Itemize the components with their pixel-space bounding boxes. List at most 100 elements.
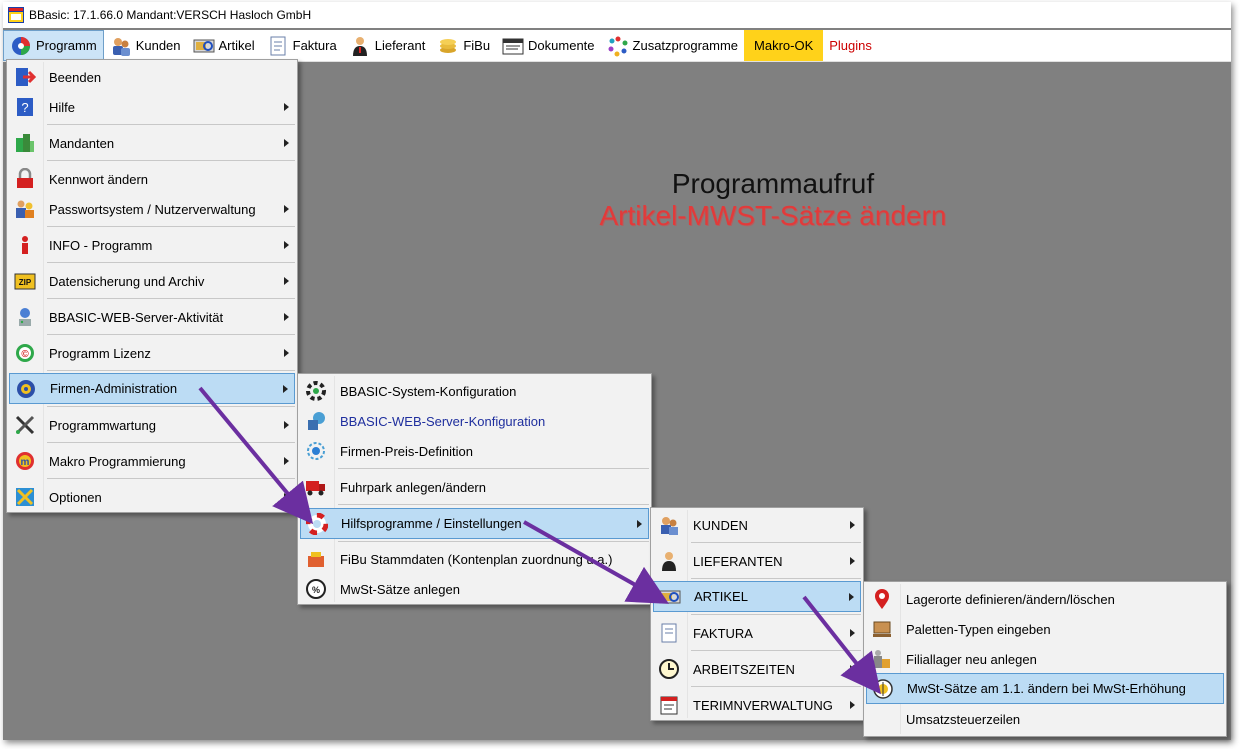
menu-faktura[interactable]: Faktura bbox=[261, 30, 343, 61]
menu-separator bbox=[691, 578, 861, 579]
menu-item-hilfsprogramme[interactable]: Hilfsprogramme / Einstellungen bbox=[300, 508, 649, 539]
fibu-data-icon bbox=[304, 547, 328, 571]
menu-item-hilfs-terminverwaltung[interactable]: TERIMNVERWALTUNG bbox=[653, 690, 861, 720]
menu-dokumente[interactable]: Dokumente bbox=[496, 30, 600, 61]
menu-item-label: Datensicherung und Archiv bbox=[49, 273, 205, 289]
menu-item-preis-definition[interactable]: Firmen-Preis-Definition bbox=[300, 436, 649, 466]
warehouse-icon bbox=[870, 647, 894, 671]
menu-item-label: Programmwartung bbox=[49, 417, 156, 433]
menu-item-programmwartung[interactable]: Programmwartung bbox=[9, 410, 295, 440]
menu-gutter bbox=[687, 510, 688, 718]
menu-gutter bbox=[43, 62, 44, 510]
menu-item-fibu-stammdaten[interactable]: FiBu Stammdaten (Kontenplan zuordnung u.… bbox=[300, 544, 649, 574]
menu-item-optionen[interactable]: Optionen bbox=[9, 482, 295, 512]
menu-item-umsatzsteuerzeilen[interactable]: Umsatzsteuerzeilen bbox=[866, 704, 1224, 734]
menu-kunden-label: Kunden bbox=[135, 38, 181, 53]
menu-item-mandanten[interactable]: Mandanten bbox=[9, 128, 295, 158]
menu-separator bbox=[338, 541, 649, 542]
menu-item-datensicherung[interactable]: ZIP Datensicherung und Archiv bbox=[9, 266, 295, 296]
menu-separator bbox=[47, 226, 295, 227]
truck-icon bbox=[304, 475, 328, 499]
menu-item-makro-programmierung[interactable]: m Makro Programmierung bbox=[9, 446, 295, 476]
menu-gutter bbox=[334, 376, 335, 602]
menu-item-hilfs-faktura[interactable]: FAKTURA bbox=[653, 618, 861, 648]
menu-fibu[interactable]: FiBu bbox=[431, 30, 496, 61]
exit-icon bbox=[13, 65, 37, 89]
menu-item-label: TERIMNVERWALTUNG bbox=[693, 697, 833, 713]
menu-item-label: BBASIC-System-Konfiguration bbox=[340, 383, 517, 399]
menu-plugins-label: Plugins bbox=[829, 38, 872, 53]
menu-makro-ok[interactable]: Makro-OK bbox=[744, 30, 824, 61]
menu-item-hilfs-lieferanten[interactable]: LIEFERANTEN bbox=[653, 546, 861, 576]
calendar-icon bbox=[657, 693, 681, 717]
menu-item-hilfs-artikel[interactable]: ARTIKEL bbox=[653, 581, 861, 612]
web-config-icon bbox=[304, 409, 328, 433]
submenu-arrow-icon bbox=[284, 241, 289, 249]
menu-item-lizenz[interactable]: © Programm Lizenz bbox=[9, 338, 295, 368]
menu-lieferant[interactable]: Lieferant bbox=[343, 30, 432, 61]
submenu-arrow-icon bbox=[284, 205, 289, 213]
submenu-arrow-icon bbox=[284, 139, 289, 147]
lock-icon bbox=[13, 167, 37, 191]
artikel-icon bbox=[658, 585, 682, 609]
menu-separator bbox=[47, 406, 295, 407]
menu-item-label: BBASIC-WEB-Server-Aktivität bbox=[49, 309, 224, 325]
artikel-icon bbox=[193, 39, 215, 52]
percent-icon: % bbox=[304, 577, 328, 601]
menu-item-label: LIEFERANTEN bbox=[693, 553, 783, 569]
svg-text:%: % bbox=[312, 585, 320, 595]
submenu-arrow-icon bbox=[284, 277, 289, 285]
menu-item-system-konfiguration[interactable]: BBASIC-System-Konfiguration bbox=[300, 376, 649, 406]
menu-item-hilfs-arbeitszeiten[interactable]: ARBEITSZEITEN bbox=[653, 654, 861, 684]
svg-text:©: © bbox=[21, 349, 29, 360]
options-icon bbox=[13, 485, 37, 509]
menu-separator bbox=[47, 124, 295, 125]
menu-programm[interactable]: Programm bbox=[3, 30, 104, 61]
faktura-icon bbox=[657, 621, 681, 645]
submenu-arrow-icon bbox=[849, 592, 854, 601]
svg-text:m: m bbox=[21, 457, 30, 468]
menu-item-beenden[interactable]: Beenden bbox=[9, 62, 295, 92]
menu-plugins[interactable]: Plugins bbox=[823, 30, 878, 61]
menu-item-firmen-administration[interactable]: Firmen-Administration bbox=[9, 373, 295, 404]
menu-zusatzprogramme[interactable]: Zusatzprogramme bbox=[601, 30, 744, 61]
menu-item-passwortsystem[interactable]: Passwortsystem / Nutzerverwaltung bbox=[9, 194, 295, 224]
menu-item-fuhrpark[interactable]: Fuhrpark anlegen/ändern bbox=[300, 472, 649, 502]
tools-icon bbox=[13, 413, 37, 437]
menu-item-label: FiBu Stammdaten (Kontenplan zuordnung u.… bbox=[340, 551, 613, 567]
menu-item-lagerorte[interactable]: Lagerorte definieren/ändern/löschen bbox=[866, 584, 1224, 614]
zip-icon: ZIP bbox=[13, 269, 37, 293]
menu-item-hilfe[interactable]: ? Hilfe bbox=[9, 92, 295, 122]
menu-item-paletten[interactable]: Paletten-Typen eingeben bbox=[866, 614, 1224, 644]
menu-artikel[interactable]: Artikel bbox=[187, 30, 261, 61]
menu-item-web-server[interactable]: BBASIC-WEB-Server-Aktivität bbox=[9, 302, 295, 332]
menu-separator bbox=[47, 262, 295, 263]
menu-item-label: Optionen bbox=[49, 489, 102, 505]
programm-menu: Beenden ? Hilfe Mandanten Kennwort änder… bbox=[6, 59, 298, 513]
menu-makro-ok-label: Makro-OK bbox=[754, 38, 814, 53]
menu-item-web-server-konfiguration[interactable]: BBASIC-WEB-Server-Konfiguration bbox=[300, 406, 649, 436]
app-icon bbox=[8, 7, 24, 23]
artikel-menu: Lagerorte definieren/ändern/löschen Pale… bbox=[863, 581, 1227, 737]
menu-item-info[interactable]: INFO - Programm bbox=[9, 230, 295, 260]
menu-item-label: Paletten-Typen eingeben bbox=[906, 621, 1051, 637]
menu-item-hilfs-kunden[interactable]: KUNDEN bbox=[653, 510, 861, 540]
menu-item-filiallager[interactable]: Filiallager neu anlegen bbox=[866, 644, 1224, 674]
menu-item-mwst-aendern[interactable]: MwSt-Sätze am 1.1. ändern bei MwSt-Erhöh… bbox=[866, 673, 1224, 704]
annotation-title: Programmaufruf bbox=[671, 168, 875, 199]
submenu-arrow-icon bbox=[850, 557, 855, 565]
admin-icon bbox=[14, 377, 38, 401]
menu-item-label: Filiallager neu anlegen bbox=[906, 651, 1037, 667]
menu-item-label: Lagerorte definieren/ändern/löschen bbox=[906, 591, 1115, 607]
menu-item-label: KUNDEN bbox=[693, 517, 748, 533]
submenu-arrow-icon bbox=[284, 457, 289, 465]
menu-item-kennwort[interactable]: Kennwort ändern bbox=[9, 164, 295, 194]
menu-kunden[interactable]: Kunden bbox=[104, 30, 187, 61]
submenu-arrow-icon bbox=[850, 629, 855, 637]
submenu-arrow-icon bbox=[284, 349, 289, 357]
system-config-icon bbox=[304, 379, 328, 403]
menu-item-label: FAKTURA bbox=[693, 625, 753, 641]
hilfsprogramme-menu: KUNDEN LIEFERANTEN ARTIKEL FAKTURA ARBEI… bbox=[650, 507, 864, 721]
svg-text:ZIP: ZIP bbox=[19, 278, 32, 287]
menu-item-mwst-anlegen[interactable]: % MwSt-Sätze anlegen bbox=[300, 574, 649, 604]
